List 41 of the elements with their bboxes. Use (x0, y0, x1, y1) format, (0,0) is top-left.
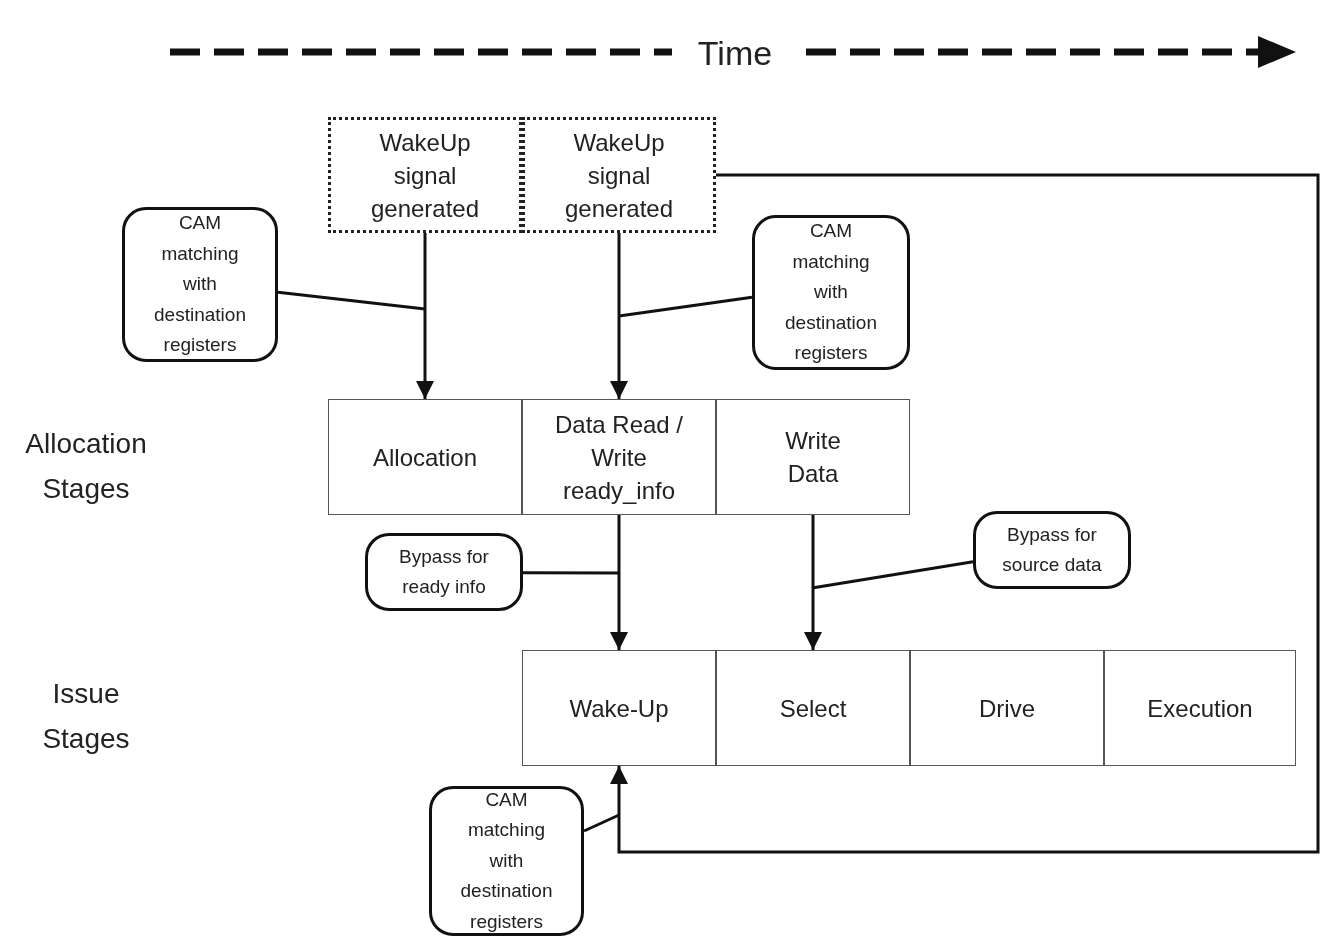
node-label: Allocation (372, 442, 478, 473)
event-box (522, 117, 716, 233)
node-label: Bypass for ready info (398, 544, 490, 599)
leader-line (277, 290, 426, 311)
row-label: Allocation Stages (24, 427, 148, 506)
node-label: Bypass for source data (1001, 522, 1103, 577)
leader-line (523, 571, 619, 575)
node-label: Execution (1147, 693, 1253, 724)
callout-box (973, 511, 1131, 589)
stage-box (716, 399, 910, 515)
arrow (610, 233, 628, 399)
callout-box (752, 215, 910, 370)
row-label: Issue Stages (41, 677, 131, 756)
node-label: CAM matching with destination registers (153, 211, 247, 358)
stage-box (522, 399, 716, 515)
axis-label: Time (696, 33, 774, 74)
stage-box (522, 650, 716, 766)
stage-box (1104, 650, 1296, 766)
leader-line (583, 813, 620, 833)
leader-line (811, 560, 974, 590)
callout-box (122, 207, 278, 362)
node-label: WakeUp signal generated (369, 127, 481, 224)
node-label: CAM matching with destination registers (784, 219, 878, 366)
stage-box (910, 650, 1104, 766)
stage-box (716, 650, 910, 766)
event-box (328, 117, 522, 233)
node-label: Drive (979, 693, 1035, 724)
node-label: WakeUp signal generated (563, 127, 675, 224)
arrow (804, 515, 822, 650)
arrow (610, 173, 1320, 854)
stage-box (328, 399, 522, 515)
arrow (610, 515, 628, 650)
node-label: Write Data (784, 426, 842, 489)
callout-box (429, 786, 584, 936)
arrow (416, 233, 434, 399)
node-label: Select (779, 693, 847, 724)
node-label: CAM matching with destination registers (459, 787, 554, 934)
node-label: Data Read / Write ready_info (553, 409, 685, 506)
leader-line (618, 295, 753, 318)
node-label: Wake-Up (569, 693, 669, 724)
callout-box (365, 533, 523, 611)
